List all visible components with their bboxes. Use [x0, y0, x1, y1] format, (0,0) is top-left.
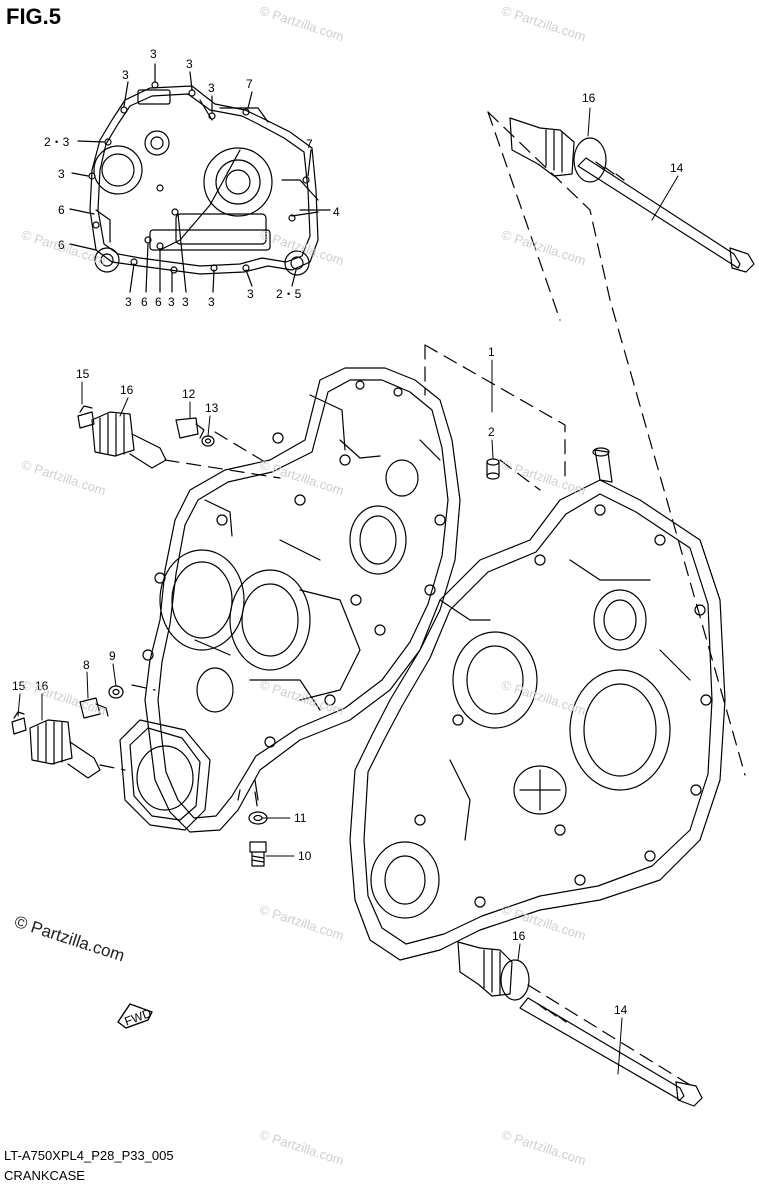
long-bolt-14-upper — [577, 157, 755, 273]
callout-3: 3 — [247, 287, 254, 301]
callout-2-3: 2・3 — [44, 135, 70, 149]
callout-2: 2 — [488, 425, 495, 439]
callout-12: 12 — [182, 387, 196, 401]
callout-14: 14 — [614, 1003, 628, 1017]
callout-1: 1 — [488, 345, 495, 359]
washer-9 — [108, 685, 124, 699]
callout-13: 13 — [205, 401, 219, 415]
inset-crankcase-view — [69, 63, 331, 293]
callout-3: 3 — [122, 68, 129, 82]
callout-3: 3 — [208, 295, 215, 309]
callout-3: 3 — [125, 295, 132, 309]
left-crankcase-half — [119, 367, 461, 833]
callout-6: 6 — [58, 203, 65, 217]
callout-leaders — [17, 107, 679, 1075]
callout-4: 4 — [333, 205, 340, 219]
callout-9: 9 — [109, 649, 116, 663]
callout-2-5: 2・5 — [276, 287, 302, 301]
dowel-pin-2 — [486, 458, 500, 480]
right-crankcase-half — [349, 447, 726, 961]
section-name: CRANKCASE — [4, 1168, 85, 1183]
model-code: LT-A750XPL4_P28_P33_005 — [4, 1148, 174, 1163]
callout-3: 3 — [168, 295, 175, 309]
callout-labels: 3 3 3 3 7 2・3 3 6 6 7 4 3 6 6 3 3 3 3 2・… — [12, 47, 684, 1029]
callout-16: 16 — [120, 383, 134, 397]
callout-16: 16 — [582, 91, 596, 105]
callout-6: 6 — [155, 295, 162, 309]
callout-11: 11 — [294, 811, 307, 825]
figure-title: FIG.5 — [6, 4, 62, 29]
callout-7: 7 — [246, 77, 253, 91]
callout-3: 3 — [186, 57, 193, 71]
bearing-16-lower-right — [457, 941, 530, 1001]
callout-14: 14 — [670, 161, 684, 175]
callout-3: 3 — [208, 81, 215, 95]
dashed-assembly-lines — [99, 111, 746, 1086]
callout-7: 7 — [306, 137, 313, 151]
callout-6: 6 — [141, 295, 148, 309]
bearing-16-lower — [29, 719, 101, 779]
long-bolt-14-lower — [519, 997, 703, 1107]
callout-3: 3 — [58, 167, 65, 181]
fwd-arrow-icon — [117, 1003, 153, 1029]
callout-15: 15 — [76, 367, 90, 381]
plug-15-lower — [11, 711, 27, 735]
bearing-16-upper-right — [509, 117, 607, 183]
callout-15: 15 — [12, 679, 26, 693]
bolt-12 — [175, 417, 205, 439]
plug-15-upper — [77, 405, 95, 429]
bearing-16-upper — [91, 411, 167, 469]
callout-6: 6 — [58, 238, 65, 252]
drain-bolt-10 — [249, 841, 267, 867]
callout-16: 16 — [512, 929, 526, 943]
callout-16: 16 — [35, 679, 49, 693]
callout-8: 8 — [83, 658, 90, 672]
washer-13 — [201, 435, 215, 447]
callout-10: 10 — [298, 849, 312, 863]
callout-3: 3 — [150, 47, 157, 61]
callout-3: 3 — [182, 295, 189, 309]
bolt-8 — [79, 697, 109, 719]
